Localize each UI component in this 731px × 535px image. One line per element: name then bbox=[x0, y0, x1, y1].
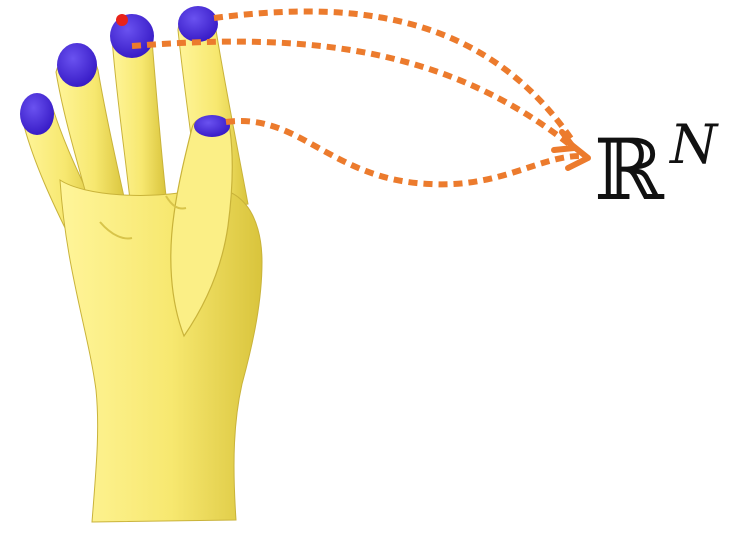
fingertip-pinky bbox=[20, 93, 54, 135]
real-space-symbol: ℝ bbox=[594, 121, 664, 219]
fingertip-index bbox=[178, 6, 218, 42]
mapping-arrow-thumb bbox=[226, 121, 580, 184]
hand-mesh bbox=[22, 12, 262, 522]
dimension-exponent: N bbox=[670, 118, 717, 172]
fingertip-thumb bbox=[194, 115, 230, 137]
palm-and-wrist bbox=[60, 180, 262, 522]
source-point bbox=[116, 14, 128, 26]
embedding-space-label: ℝ N bbox=[594, 128, 664, 212]
mapping-arrow-index bbox=[214, 11, 572, 140]
fingertip-ring bbox=[57, 43, 97, 87]
